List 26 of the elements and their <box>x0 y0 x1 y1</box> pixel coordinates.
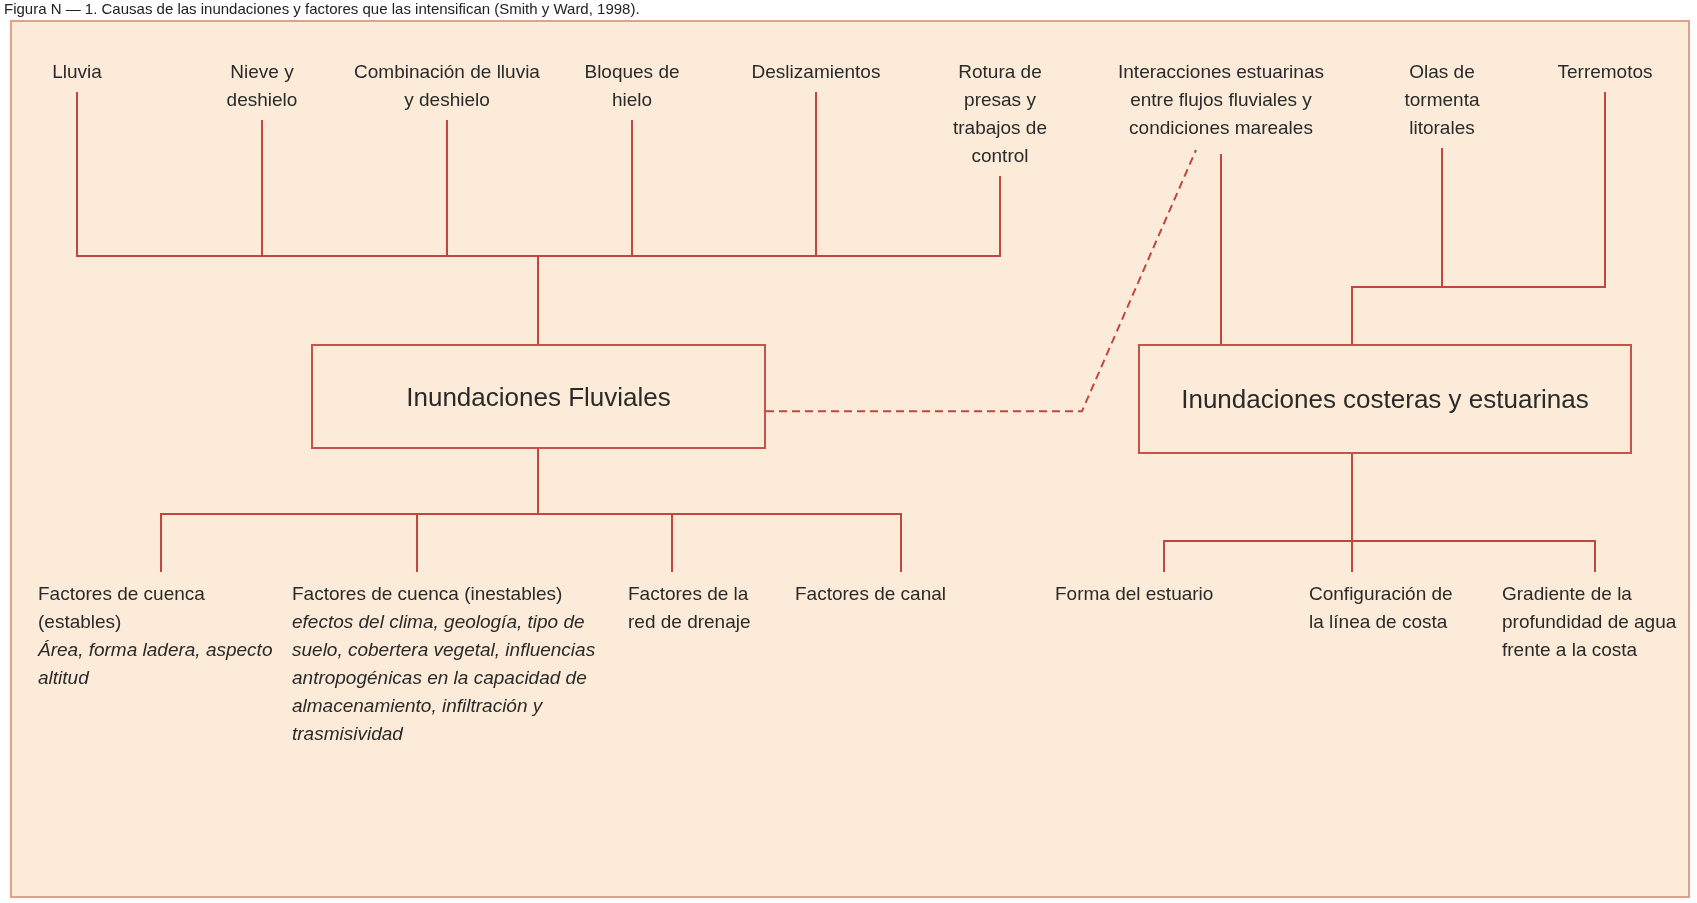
flood-type-box <box>311 344 766 449</box>
cause-label: Deslizamientos <box>731 58 901 86</box>
box-title: Inundaciones costeras y estuarinas <box>1181 383 1589 415</box>
factor-heading: Factores de cuenca (estables) <box>38 582 206 634</box>
cause-label: Lluvia <box>27 58 127 86</box>
factor-details: efectos del clima, geología, tipo de suelo, cobertera vegetal, influencias antropogénicas en la capacidad de almacenamiento, infiltración y trasmisividad <box>292 610 597 746</box>
factor-label: Factores de canal <box>795 580 1015 608</box>
factor-label: Factores de la red de drenaje <box>628 580 778 636</box>
cause-label: Terremotos <box>1535 58 1675 86</box>
factor-label: Configuración de la línea de costa <box>1309 580 1469 636</box>
factor-label: Forma del estuario <box>1055 580 1295 608</box>
box-title: Inundaciones Fluviales <box>406 380 671 413</box>
cause-label: Combinación de lluvia y deshielo <box>352 58 542 114</box>
cause-label: Interacciones estuarinas entre flujos fluviales y condiciones mareales <box>1116 58 1326 142</box>
figure-caption: Figura N — 1. Causas de las inundaciones y factores que las intensifican (Smith y Ward, 1998). <box>4 0 640 18</box>
factor-label: Gradiente de la profundidad de agua frente a la costa <box>1502 580 1682 664</box>
factor-heading: Factores de cuenca (inestables) <box>292 582 564 606</box>
cause-label: Olas de tormenta litorales <box>1382 58 1502 142</box>
cause-label: Rotura de presas y trabajos de control <box>935 58 1065 170</box>
flood-type-box <box>1138 344 1632 454</box>
connector-line <box>1220 153 1222 345</box>
connector-line <box>765 149 1197 413</box>
cause-label: Bloques de hielo <box>577 58 687 114</box>
factor-details: Área, forma ladera, aspecto altitud <box>38 638 274 690</box>
cause-label: Nieve y deshielo <box>207 58 317 114</box>
connector-line <box>1351 453 1596 573</box>
